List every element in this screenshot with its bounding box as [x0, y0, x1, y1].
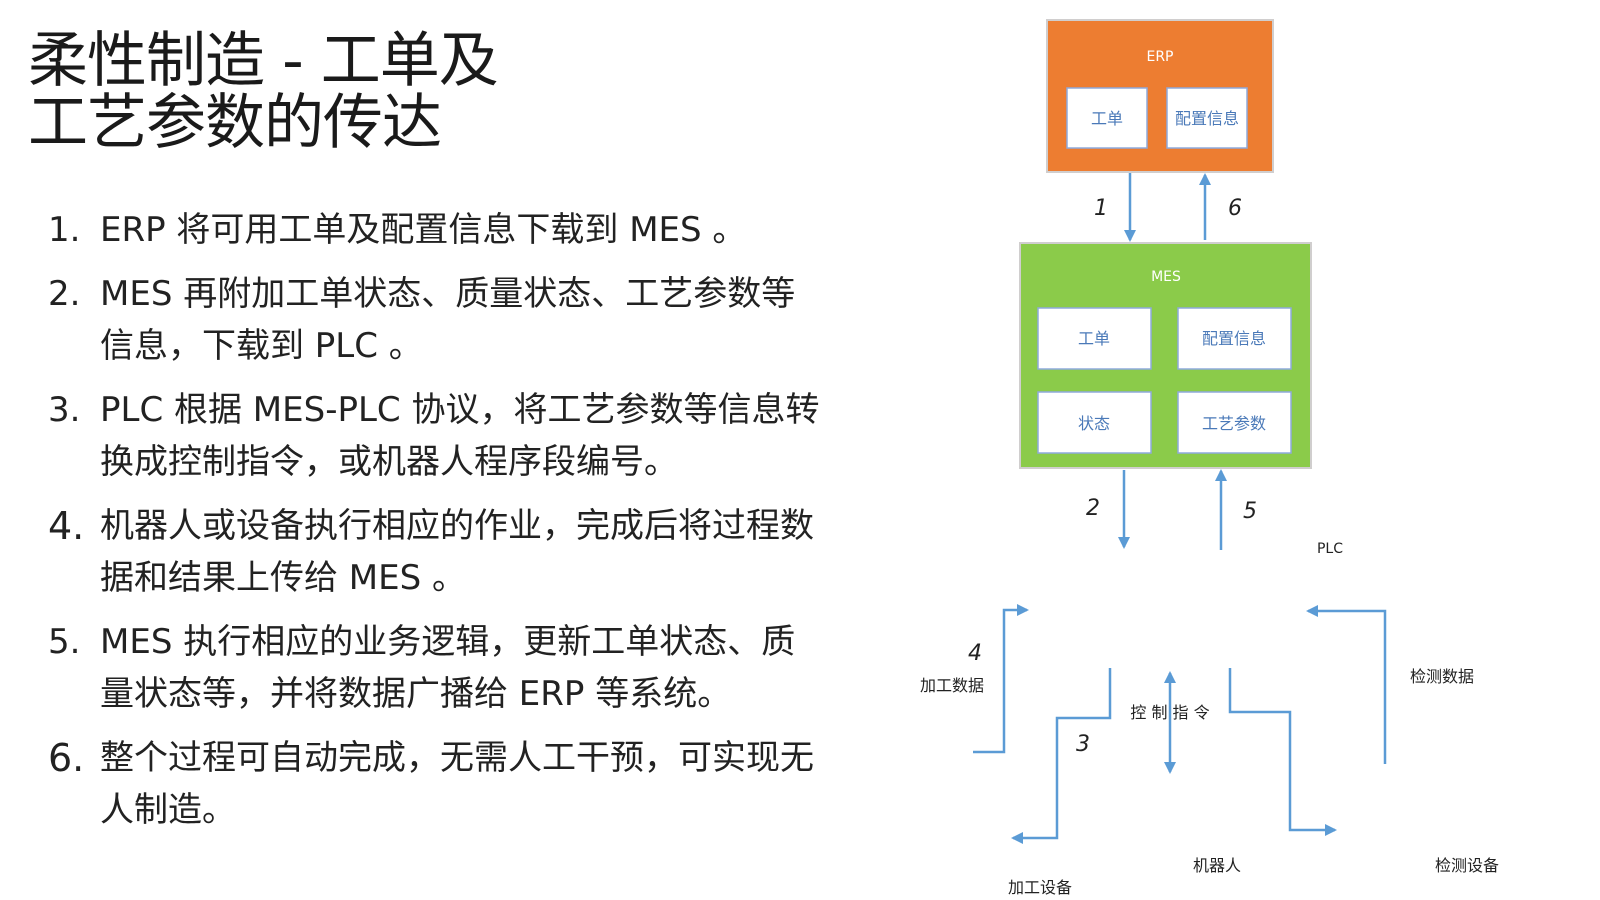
- step-4-label: 4: [968, 641, 982, 666]
- inspection-device-label: 检测设备: [1435, 856, 1499, 875]
- step-item: 6. 整个过程可自动完成，无需人工干预，可实现无人制造。: [48, 732, 828, 836]
- step-text: PLC 根据 MES-PLC 协议，将工艺参数等信息转换成控制指令，或机器人程序…: [100, 390, 820, 482]
- step-item: 4. 机器人或设备执行相应的作业，完成后将过程数据和结果上传给 MES 。: [48, 500, 828, 604]
- arrow-machining-data: [973, 604, 1029, 754]
- erp-config-label: 配置信息: [1175, 109, 1239, 128]
- plc-label: PLC: [1317, 541, 1343, 557]
- slide-title: 柔性制造 - 工单及 工艺参数的传达: [28, 26, 499, 158]
- inspection-data-label: 检测数据: [1410, 667, 1474, 686]
- arrow-control-to-inspection: [1228, 668, 1337, 836]
- mes-config-label: 配置信息: [1202, 329, 1266, 348]
- mes-status-label: 状态: [1078, 414, 1110, 433]
- step-2-label: 2: [1086, 496, 1100, 521]
- title-line-1: 柔性制造 - 工单及: [28, 26, 499, 96]
- steps-list: 1. ERP 将可用工单及配置信息下载到 MES 。 2. MES 再附加工单状…: [48, 204, 828, 848]
- step-text: 机器人或设备执行相应的作业，完成后将过程数据和结果上传给 MES 。: [100, 506, 814, 598]
- step-number: 1.: [48, 210, 81, 250]
- step-number: 5.: [48, 622, 81, 662]
- step-number: 6.: [48, 736, 85, 780]
- step-3-label: 3: [1076, 732, 1090, 757]
- step-text: 整个过程可自动完成，无需人工干预，可实现无人制造。: [100, 738, 814, 830]
- mes-config-box: [1177, 307, 1292, 370]
- step-6-label: 6: [1228, 196, 1242, 221]
- arrow-control-to-machining: [1011, 668, 1112, 844]
- step-item: 5. MES 执行相应的业务逻辑，更新工单状态、质量状态等，并将数据广播给 ER…: [48, 616, 828, 720]
- title-line-2: 工艺参数的传达: [28, 88, 442, 158]
- machining-device-label: 加工设备: [1008, 878, 1072, 897]
- control-command-label: 控 制 指 令: [1130, 703, 1209, 722]
- mes-label: MES: [1151, 269, 1181, 285]
- step-1-label: 1: [1094, 196, 1108, 221]
- step-5-label: 5: [1243, 499, 1257, 524]
- step-text: MES 再附加工单状态、质量状态、工艺参数等信息，下载到 PLC 。: [100, 274, 796, 366]
- erp-label: ERP: [1146, 49, 1173, 65]
- mes-workorder-label: 工单: [1078, 329, 1110, 348]
- erp-config-box: [1166, 87, 1248, 149]
- mes-status-box: [1037, 391, 1152, 454]
- step-number: 3.: [48, 390, 81, 430]
- step-item: 3. PLC 根据 MES-PLC 协议，将工艺参数等信息转换成控制指令，或机器…: [48, 384, 828, 488]
- step-text: ERP 将可用工单及配置信息下载到 MES 。: [100, 210, 747, 250]
- mes-workorder-box: [1037, 307, 1152, 370]
- arrow-inspection-data: [1306, 605, 1387, 764]
- mes-params-box: [1177, 391, 1292, 454]
- erp-workorder-label: 工单: [1091, 109, 1123, 128]
- step-number: 2.: [48, 274, 81, 314]
- step-number: 4.: [48, 504, 85, 548]
- erp-workorder-box: [1066, 87, 1148, 149]
- step-item: 2. MES 再附加工单状态、质量状态、工艺参数等信息，下载到 PLC 。: [48, 268, 828, 372]
- process-data-label: 加工数据: [920, 676, 984, 695]
- step-text: MES 执行相应的业务逻辑，更新工单状态、质量状态等，并将数据广播给 ERP 等…: [100, 622, 796, 714]
- robot-label: 机器人: [1193, 856, 1241, 875]
- erp-block: ERP 工单 配置信息: [1046, 19, 1274, 173]
- mes-block: MES 工单 配置信息 状态 工艺参数: [1019, 242, 1312, 469]
- mes-params-label: 工艺参数: [1202, 414, 1266, 433]
- step-item: 1. ERP 将可用工单及配置信息下载到 MES 。: [48, 204, 828, 256]
